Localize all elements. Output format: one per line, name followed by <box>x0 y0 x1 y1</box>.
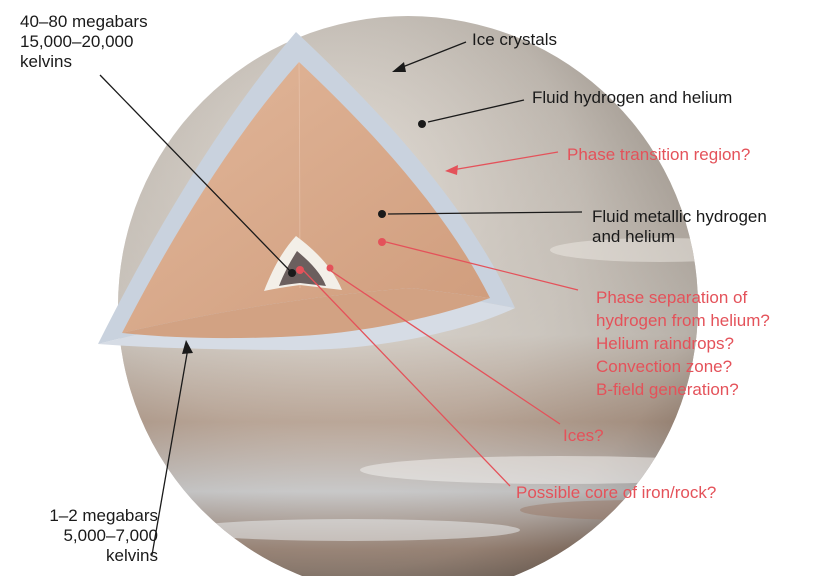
label-ice-crystals: Ice crystals <box>472 30 557 50</box>
label-ices: Ices? <box>563 426 604 446</box>
b-field-line: B-field generation? <box>596 378 770 401</box>
top-pressure-line: 40–80 megabars <box>20 12 148 32</box>
helium-raindrops-line: Helium raindrops? <box>596 332 770 355</box>
top-kelvins-line: kelvins <box>20 52 148 72</box>
convection-zone-line: Convection zone? <box>596 355 770 378</box>
label-phase-transition: Phase transition region? <box>567 145 750 165</box>
label-phase-separation: Phase separation of hydrogen from helium… <box>596 286 770 401</box>
label-top-pressure: 40–80 megabars 15,000–20,000 kelvins <box>20 12 148 72</box>
bottom-pressure-line: 1–2 megabars <box>10 506 158 526</box>
fluid-metallic-line-1: Fluid metallic hydrogen <box>592 207 767 227</box>
bottom-temp-line: 5,000–7,000 <box>10 526 158 546</box>
top-temp-line: 15,000–20,000 <box>20 32 148 52</box>
bottom-kelvins-line: kelvins <box>10 546 158 566</box>
fluid-metallic-line-2: and helium <box>592 227 767 247</box>
label-fluid-metallic: Fluid metallic hydrogen and helium <box>592 207 767 247</box>
phase-separation-line-2: hydrogen from helium? <box>596 309 770 332</box>
phase-separation-line-1: Phase separation of <box>596 286 770 309</box>
label-bottom-pressure: 1–2 megabars 5,000–7,000 kelvins <box>10 506 158 566</box>
label-possible-core: Possible core of iron/rock? <box>516 483 716 503</box>
label-fluid-hydrogen-helium: Fluid hydrogen and helium <box>532 88 732 108</box>
